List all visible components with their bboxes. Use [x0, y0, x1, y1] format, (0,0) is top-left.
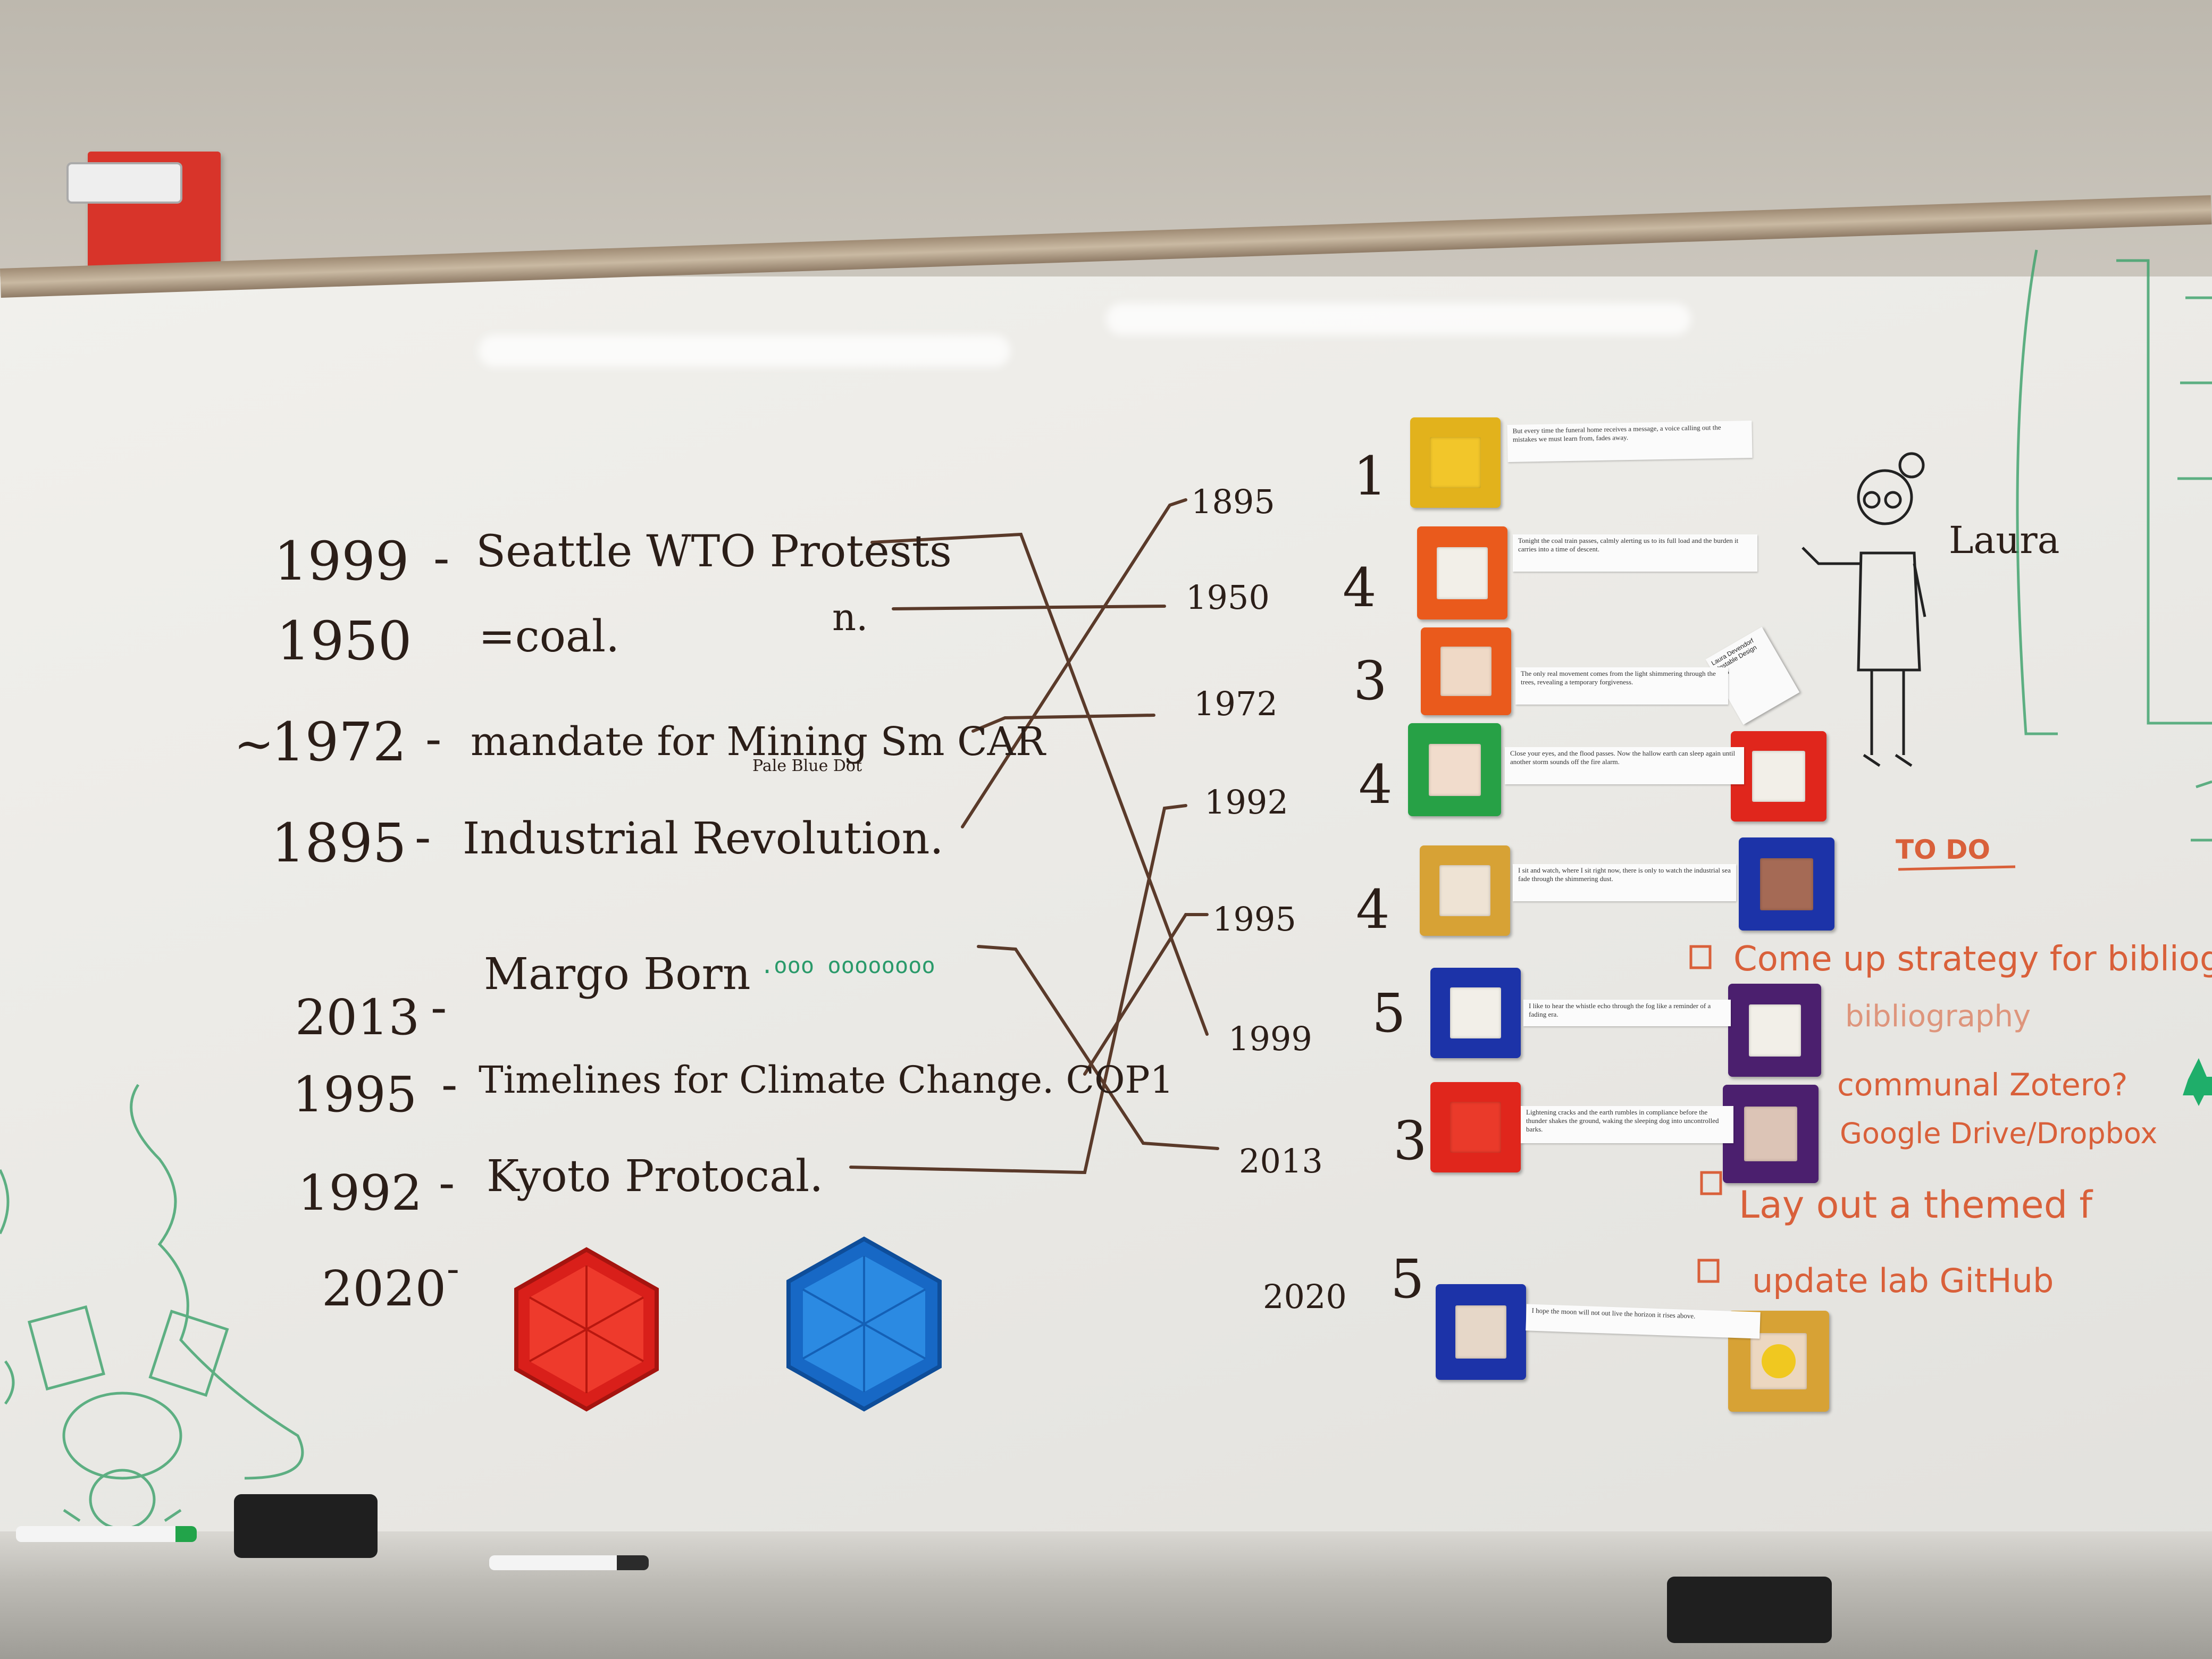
rating: 4 — [1356, 878, 1390, 941]
magnet-tile-red — [1731, 731, 1826, 822]
eraser[interactable] — [1667, 1577, 1832, 1643]
rating: 4 — [1343, 557, 1377, 619]
todo-item: Come up strategy for bibliography — [1733, 940, 2212, 979]
rating: 3 — [1393, 1110, 1427, 1172]
todo-item: update lab GitHub — [1752, 1261, 2054, 1300]
whiteboard — [0, 276, 2212, 1574]
year-1972-right: 1972 — [1194, 684, 1278, 723]
light-reflection — [1106, 303, 1691, 335]
connector-1995 — [1083, 913, 1209, 1076]
connector-2013 — [977, 945, 1219, 1150]
year-1995-right: 1995 — [1212, 900, 1296, 939]
checkbox-icon[interactable] — [1700, 1171, 1722, 1195]
year-1992-left: 1992 — [298, 1164, 422, 1221]
event-1950: =coal. — [479, 611, 619, 662]
note-n: n. — [832, 596, 868, 639]
todo-item: Lay out a themed f — [1739, 1183, 2093, 1227]
event-1995: Timelines for Climate Change. COP1 — [479, 1058, 1174, 1102]
year-1999-left: 1999 — [274, 530, 409, 592]
rating: 5 — [1372, 982, 1406, 1044]
dots-trail: .ooo oooooooo — [760, 952, 935, 978]
connector-1950 — [892, 605, 1166, 610]
poem-strip: The only real movement comes from the li… — [1515, 667, 1728, 705]
year-1999-right: 1999 — [1228, 1019, 1312, 1058]
poem-strip: I sit and watch, where I sit right now, … — [1513, 864, 1736, 901]
svg-text:-: - — [439, 1155, 455, 1211]
green-doodles — [0, 249, 2212, 1530]
magnet-tile-orange — [1417, 526, 1507, 619]
event-2013: Margo Born — [484, 949, 751, 1000]
event-1992: Kyoto Protocal. — [487, 1151, 823, 1202]
hexagon-magnet-blue — [786, 1236, 942, 1412]
svg-text:-: - — [441, 1057, 457, 1112]
magnet-tile-purple — [1723, 1085, 1819, 1183]
magnet-tile-red — [1430, 1082, 1521, 1172]
rating: 1 — [1353, 445, 1387, 507]
magnet-tile-yellow — [1410, 417, 1501, 508]
connector-1972 — [971, 714, 1155, 733]
svg-text:-: - — [431, 979, 447, 1035]
svg-text:-: - — [425, 711, 441, 767]
year-2013-right: 2013 — [1239, 1142, 1323, 1180]
year-1950-right: 1950 — [1186, 578, 1270, 617]
rating: 3 — [1353, 650, 1387, 712]
yellow-dot — [1762, 1344, 1796, 1378]
year-1895-left: 1895 — [271, 812, 407, 874]
magnet-tile-gold — [1420, 845, 1510, 936]
magnet-tile-blue — [1436, 1284, 1526, 1380]
connector-1992 — [849, 804, 1187, 1175]
year-1895-right: 1895 — [1191, 482, 1275, 521]
svg-text:-: - — [433, 530, 449, 586]
poem-strip: Tonight the coal train passes, calmly al… — [1513, 534, 1757, 572]
connector-1895 — [961, 498, 1187, 828]
light-reflection — [479, 335, 1010, 367]
event-1895: Industrial Revolution. — [463, 814, 944, 864]
year-1950-left: 1950 — [276, 610, 412, 672]
marker[interactable] — [16, 1526, 197, 1542]
year-1995-left: 1995 — [292, 1066, 417, 1123]
svg-text:-: - — [447, 1247, 459, 1291]
checkbox-icon[interactable] — [1697, 1259, 1720, 1283]
year-2020-left: 2020 — [322, 1260, 446, 1317]
event-1999: Seattle WTO Protests — [476, 526, 952, 577]
magnet-tile-green — [1408, 723, 1501, 816]
todo-item: Google Drive/Dropbox — [1840, 1117, 2157, 1150]
checkbox-icon[interactable] — [1689, 945, 1712, 969]
svg-text:~: ~ — [234, 716, 274, 772]
year-2013-left: 2013 — [295, 989, 420, 1046]
magnet-tile-blue — [1739, 837, 1834, 931]
poem-strip: Lightening cracks and the earth rumbles … — [1521, 1106, 1733, 1143]
magnet-tile-blue — [1430, 968, 1521, 1058]
year-1972-left: 1972 — [271, 711, 407, 773]
eraser[interactable] — [234, 1494, 378, 1558]
poem-strip: I like to hear the whistle echo through … — [1523, 1000, 1731, 1026]
connector-1999 — [870, 532, 1209, 1036]
svg-text:bibliography: bibliography — [1845, 999, 2031, 1034]
laura-sketch — [1802, 452, 1926, 767]
rating: 4 — [1359, 753, 1393, 816]
laura-label: Laura — [1949, 518, 2060, 562]
magnet-tile-purple — [1728, 984, 1821, 1077]
star-icon — [2183, 1058, 2212, 1106]
marker[interactable] — [489, 1555, 649, 1570]
poem-strip: Close your eyes, and the flood passes. N… — [1505, 747, 1744, 784]
todo-title: TO DO — [1896, 834, 1990, 865]
hexagon-magnet-red — [514, 1247, 659, 1412]
event-1972: mandate for Mining Sm CAR — [471, 719, 1046, 765]
svg-text:-: - — [415, 809, 431, 865]
rating: 5 — [1390, 1248, 1425, 1310]
poem-strip: But every time the funeral home receives… — [1507, 420, 1753, 463]
fire-alarm-strobe — [66, 162, 182, 204]
magnet-tile-orange — [1421, 627, 1511, 715]
todo-item: communal Zotero? — [1837, 1067, 2127, 1103]
note-pale-blue-dot: Pale Blue Dot — [752, 757, 862, 775]
year-1992-right: 1992 — [1204, 783, 1288, 822]
year-2020-right: 2020 — [1263, 1277, 1347, 1316]
